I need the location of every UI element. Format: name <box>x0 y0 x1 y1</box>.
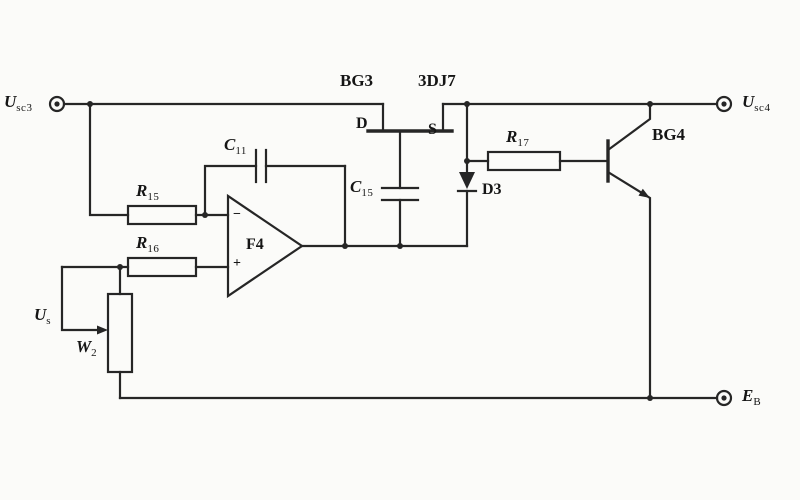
opamp-label-f4: F4 <box>246 236 264 253</box>
resistor-r17-symbol <box>465 102 610 172</box>
us-symbol: U <box>34 305 47 324</box>
resistor-r15-symbol <box>88 102 230 226</box>
usc4-subscript: sc4 <box>754 102 771 114</box>
source-label-us: Us <box>34 306 51 327</box>
opamp-noninverting-mark: + <box>233 256 241 271</box>
terminal-eb-icon <box>715 389 733 407</box>
capacitor-c11-symbol <box>203 148 347 248</box>
r16-subscript: 16 <box>147 243 160 255</box>
terminal-label-eb: EB <box>742 387 761 408</box>
transistor-bg4-symbol <box>606 102 652 400</box>
eb-symbol: E <box>742 386 754 405</box>
usc3-symbol: U <box>4 92 17 111</box>
terminal-label-usc4: Usc4 <box>742 93 770 114</box>
usc4-symbol: U <box>742 92 755 111</box>
r15-symbol: R <box>136 181 148 200</box>
fet-label-bg3: BG3 <box>340 71 374 90</box>
terminal-usc3-icon <box>48 95 66 113</box>
capacitor-label-c15: C15 <box>350 178 373 199</box>
opamp-inverting-mark: − <box>233 207 241 222</box>
capacitor-c15-symbol <box>380 186 420 248</box>
r17-symbol: R <box>506 127 518 146</box>
fet-drain-label: D <box>356 115 368 132</box>
usc3-subscript: sc3 <box>16 102 33 114</box>
terminal-usc4-icon <box>715 95 733 113</box>
fet-source-label: S <box>428 121 437 138</box>
eb-subscript: B <box>753 396 762 408</box>
w2-symbol: W <box>76 337 92 356</box>
c11-subscript: 11 <box>235 145 247 157</box>
opamp-f4-symbol <box>226 193 469 299</box>
resistor-label-r16: R16 <box>136 234 159 255</box>
resistor-label-r17: R17 <box>506 128 529 149</box>
c15-symbol: C <box>350 177 362 196</box>
w2-subscript: 2 <box>91 347 98 359</box>
diode-d3-symbol <box>456 159 478 248</box>
us-subscript: s <box>46 315 52 327</box>
potentiometer-w2-symbol <box>60 265 134 400</box>
c15-subscript: 15 <box>361 187 374 199</box>
terminal-label-usc3: Usc3 <box>4 93 32 114</box>
diode-label-d3: D3 <box>482 181 502 198</box>
fet-bg3-symbol <box>366 102 454 190</box>
capacitor-label-c11: C11 <box>224 136 247 157</box>
resistor-label-r15: R15 <box>136 182 159 203</box>
r15-subscript: 15 <box>147 191 160 203</box>
r17-subscript: 17 <box>517 137 530 149</box>
resistor-r16-symbol <box>60 256 230 278</box>
potentiometer-label-w2: W2 <box>76 338 97 359</box>
transistor-label-bg4: BG4 <box>652 125 686 144</box>
r16-symbol: R <box>136 233 148 252</box>
junction-dots <box>87 101 653 401</box>
fet-type-label: 3DJ7 <box>418 71 456 90</box>
c11-symbol: C <box>224 135 236 154</box>
